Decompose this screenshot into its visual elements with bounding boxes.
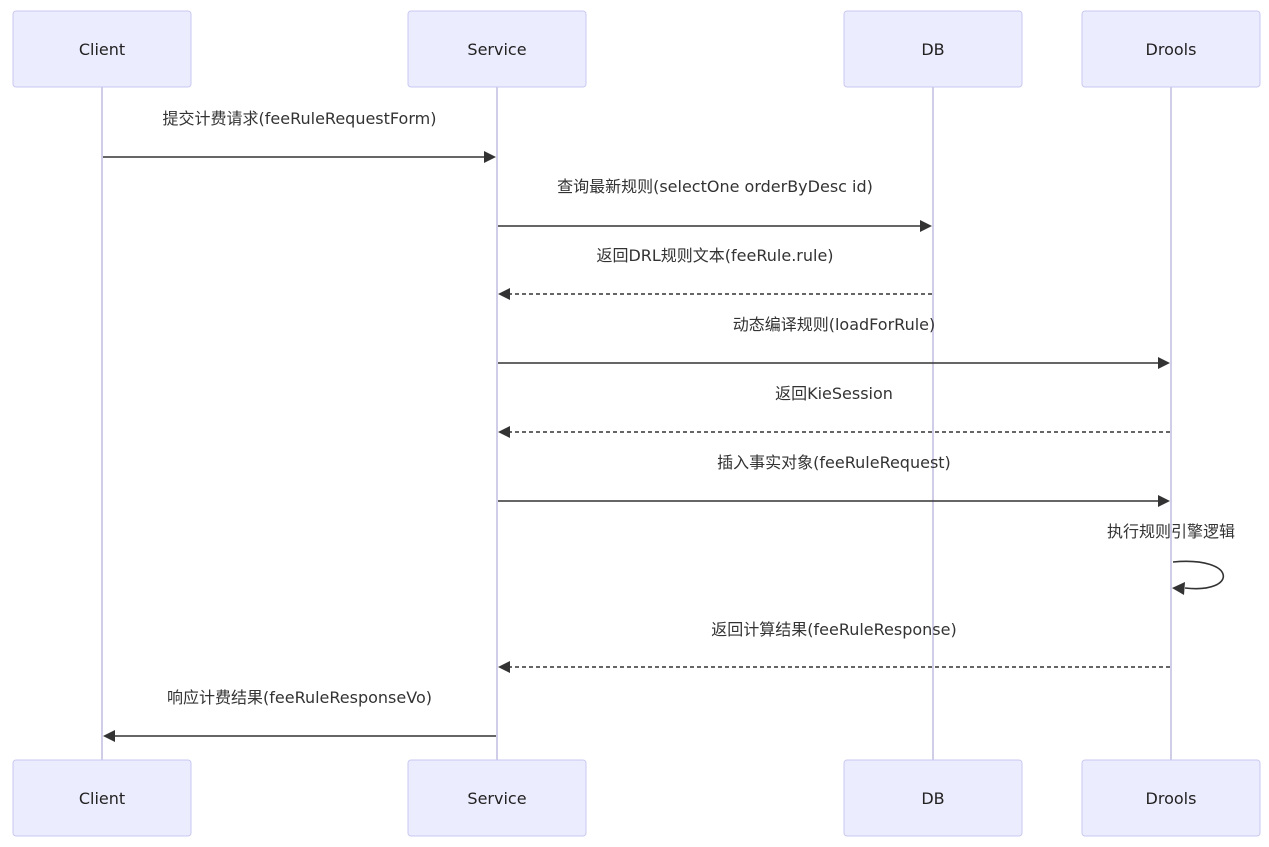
arrowhead [498,288,510,300]
arrowhead [1172,582,1185,595]
message-label: 提交计费请求(feeRuleRequestForm) [163,109,437,128]
participant-drools-bottom: Drools [1081,759,1261,837]
message-label: 返回KieSession [775,384,893,403]
arrowhead [484,151,496,163]
message-label: 返回计算结果(feeRuleResponse) [711,620,956,639]
messages: 提交计费请求(feeRuleRequestForm) 查询最新规则(selectO… [103,109,1235,742]
participant-client-bottom: Client [12,759,192,837]
message-2: 查询最新规则(selectOne orderByDesc id) [498,177,932,232]
message-8: 返回计算结果(feeRuleResponse) [498,620,1170,673]
message-4: 动态编译规则(loadForRule) [498,315,1170,369]
arrowhead [103,730,115,742]
message-1: 提交计费请求(feeRuleRequestForm) [103,109,496,163]
arrowhead [1158,357,1170,369]
message-label: 查询最新规则(selectOne orderByDesc id) [557,177,873,196]
message-line [1172,560,1225,590]
participant-box [843,759,1023,837]
participant-label: Service [467,40,526,59]
message-5: 返回KieSession [498,384,1170,438]
participant-box [407,759,587,837]
participant-box [12,10,192,88]
arrowhead [1158,495,1170,507]
message-label: 返回DRL规则文本(feeRule.rule) [596,246,833,265]
participant-label: Service [467,789,526,808]
participant-service-bottom: Service [407,759,587,837]
message-label: 动态编译规则(loadForRule) [733,315,936,334]
participant-label: Client [79,789,125,808]
participant-label: DB [921,789,944,808]
lifelines [101,87,1172,760]
participant-label: Client [79,40,125,59]
arrowhead [920,220,932,232]
participant-label: Drools [1146,789,1197,808]
arrowhead [498,661,510,673]
participants-top: Client Service DB Drools [12,10,1261,88]
participant-box [1081,759,1261,837]
participant-box [1081,10,1261,88]
participant-service-top: Service [407,10,587,88]
participant-label: Drools [1146,40,1197,59]
participant-db-bottom: DB [843,759,1023,837]
arrowhead [498,426,510,438]
message-6: 插入事实对象(feeRuleRequest) [498,453,1170,507]
participant-client-top: Client [12,10,192,88]
participants-bottom: Client Service DB Drools [12,759,1261,837]
message-label: 插入事实对象(feeRuleRequest) [717,453,951,472]
participant-db-top: DB [843,10,1023,88]
participant-label: DB [921,40,944,59]
message-label: 执行规则引擎逻辑 [1107,522,1235,541]
message-7: 执行规则引擎逻辑 [1107,522,1235,595]
participant-box [843,10,1023,88]
participant-drools-top: Drools [1081,10,1261,88]
message-3: 返回DRL规则文本(feeRule.rule) [498,246,932,300]
participant-box [12,759,192,837]
message-label: 响应计费结果(feeRuleResponseVo) [167,688,432,707]
message-9: 响应计费结果(feeRuleResponseVo) [103,688,496,742]
participant-box [407,10,587,88]
